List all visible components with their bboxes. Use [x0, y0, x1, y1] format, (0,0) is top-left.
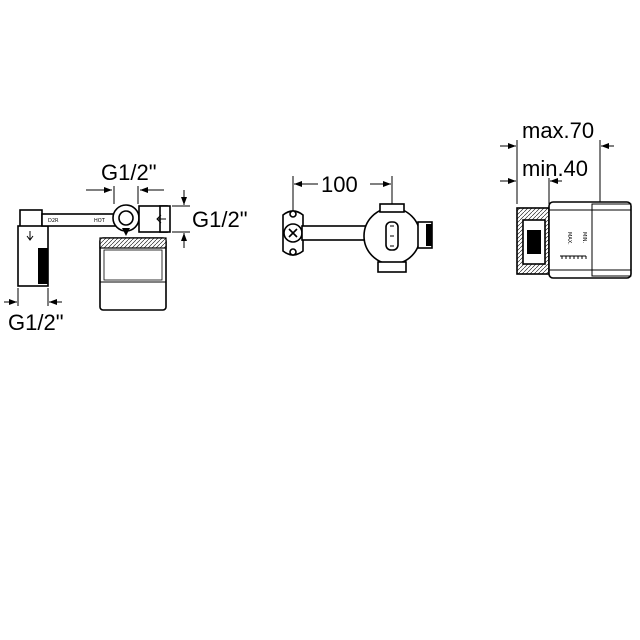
cover-box [548, 201, 632, 279]
slot-marks [390, 225, 394, 247]
width-dim-label: 100 [321, 172, 358, 197]
right-view: max.70 min.40 MAX. MIN. [500, 118, 632, 279]
scale-min-label: MIN. [581, 232, 587, 244]
arm-mark-right: HOT [94, 218, 106, 224]
housing-side-shade [426, 224, 432, 246]
left-arrow-icon [156, 214, 166, 224]
valve-insert-core [527, 230, 541, 254]
flange-hole-bottom [289, 248, 297, 256]
left-view: D2R HOT G1/2" G1/2" G1/2" [4, 160, 248, 335]
connecting-pipe [301, 225, 369, 241]
scale-max-label: MAX. [566, 232, 572, 245]
scale-ticks [561, 256, 587, 259]
min-dim-label: min.40 [522, 156, 588, 181]
thermostat-box-top [99, 237, 167, 249]
valve-core [118, 210, 134, 226]
box-inner [103, 249, 163, 281]
middle-view: 100 [282, 172, 433, 273]
thermostat-box [99, 237, 167, 311]
valve-key-icon [122, 228, 130, 236]
right-dim-label: G1/2" [192, 207, 248, 232]
down-arrow-icon [26, 231, 34, 241]
flange-hole-top [289, 210, 297, 218]
max-dim-label: max.70 [522, 118, 594, 143]
left-inlet-shade [38, 248, 48, 284]
housing-top-nut [379, 203, 405, 213]
outlet-cross-icon [288, 228, 298, 238]
housing-bottom-nut [377, 261, 407, 273]
bottom-dim-label: G1/2" [8, 310, 64, 335]
arm-mark-left: D2R [48, 218, 59, 224]
cover-front-panel [591, 203, 632, 277]
top-dim-label: G1/2" [101, 160, 157, 185]
